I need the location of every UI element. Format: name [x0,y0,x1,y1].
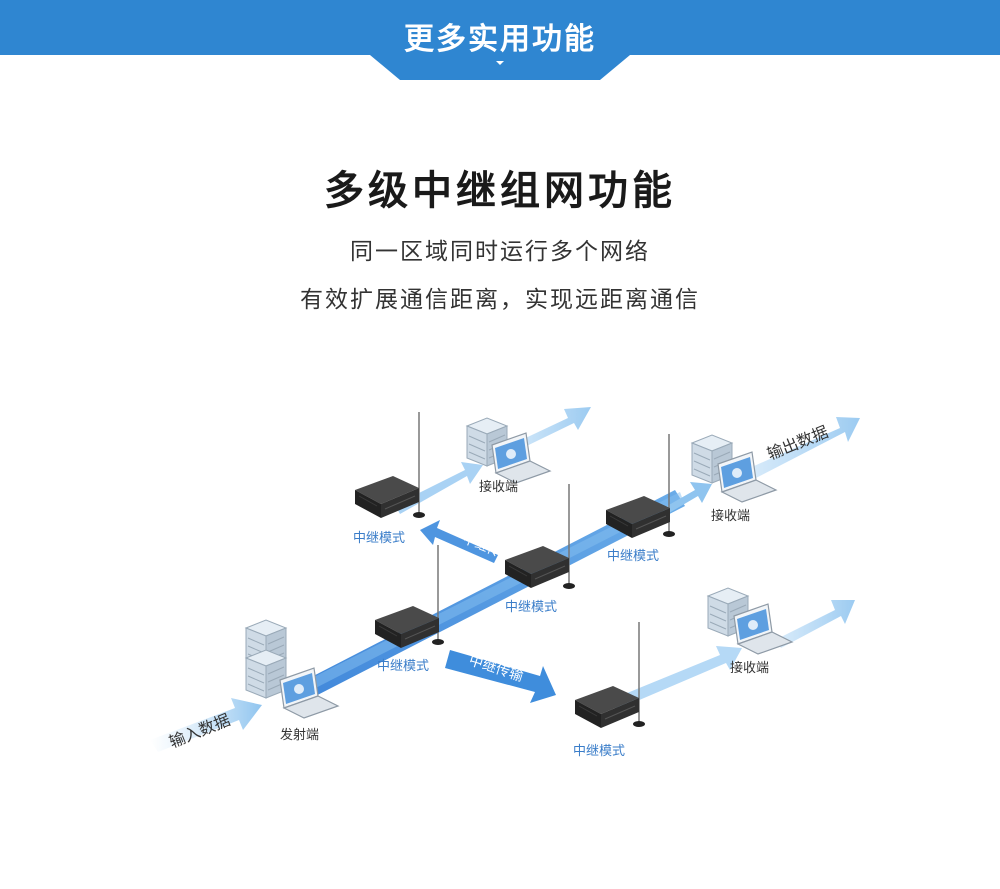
relay-device-4 [354,412,425,519]
relay-label-4: 中继模式 [353,531,405,546]
receiver-label-1: 接收端 [479,479,518,495]
relay-device-3 [605,434,675,539]
relay-device-5 [574,622,645,729]
header-title: 更多实用功能 [404,22,596,57]
header-tab [370,55,630,80]
relay-label-5: 中继模式 [573,744,625,759]
header-bar [0,0,1000,55]
output-label: 输出数据 [764,422,830,464]
page-title: 多级中继组网功能 [324,168,676,214]
chevron-down-icon [496,61,504,65]
relay-device-2 [504,484,575,589]
sender-label: 发射端 [280,727,319,743]
subtitle-line-1: 同一区域同时运行多个网络 [350,239,650,265]
input-label: 输入数据 [166,710,232,752]
subtitle-line-2: 有效扩展通信距离，实现远距离通信 [300,287,700,313]
receiver-station-3 [707,587,793,655]
relay-transfer-arrow-upper [420,520,498,563]
relay-label-3: 中继模式 [607,549,659,564]
relay-label-2: 中继模式 [505,600,557,615]
receiver-label-3: 接收端 [730,660,769,676]
main-data-beam [290,490,685,704]
relay-label-1: 中继模式 [377,659,429,674]
beam-to-receiver-2 [660,482,712,516]
receiver-station-1 [466,417,551,484]
relay-transfer-arrow-lower [445,650,556,703]
input-arrow [150,698,262,752]
receiver-label-2: 接收端 [711,508,750,524]
sender-station [245,619,339,719]
beam-to-receiver-3 [610,600,855,710]
relay-device-1 [374,545,444,649]
output-arrow [745,417,860,480]
